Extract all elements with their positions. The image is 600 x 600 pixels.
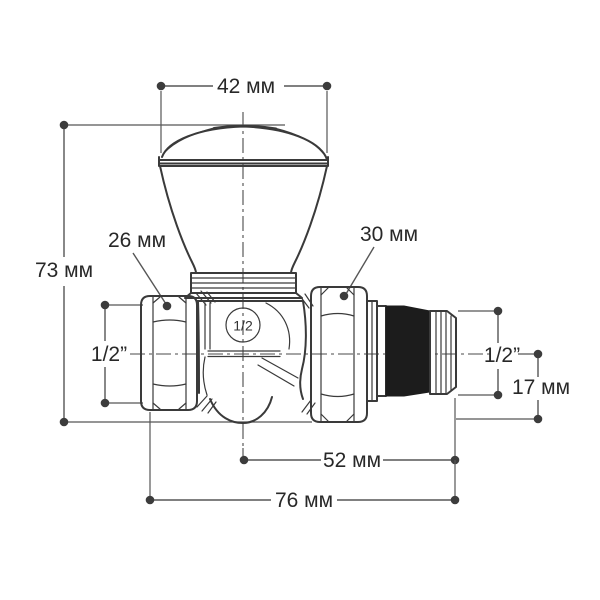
- dim-dot: [100, 300, 110, 310]
- dimension-left-thread: 1/2”: [91, 300, 143, 408]
- dim-17-label: 17 мм: [512, 376, 570, 399]
- seal-ring: [385, 305, 431, 397]
- dim-42-label: 42 мм: [217, 75, 275, 98]
- dimension-52: 52 мм: [239, 398, 460, 472]
- dimension-42: 42 мм: [156, 75, 332, 153]
- thread-marks: [196, 395, 217, 414]
- dim-76-label: 76 мм: [275, 489, 333, 512]
- dimension-right-thread: 1/2”: [458, 306, 520, 400]
- dim-dot: [59, 120, 69, 130]
- dim-dot: [156, 81, 166, 91]
- leader-dot: [162, 301, 172, 311]
- dim-dot: [322, 81, 332, 91]
- left-thread-label: 1/2”: [91, 343, 127, 366]
- dim-dot: [450, 495, 460, 505]
- left-hex-nut: [140, 295, 198, 411]
- dim-73-label: 73 мм: [35, 259, 93, 282]
- tailpiece: [366, 300, 457, 402]
- dimension-76: 76 мм: [145, 412, 460, 512]
- dim-dot: [493, 390, 503, 400]
- male-thread: [429, 310, 457, 395]
- leader-dot: [339, 291, 349, 301]
- handwheel-knob: [158, 124, 329, 274]
- right-thread-label: 1/2”: [484, 344, 520, 367]
- body-stamp-text: 1/2: [233, 318, 253, 334]
- dim-dot: [100, 398, 110, 408]
- dim-dot: [533, 349, 543, 359]
- knob-cap-edge: [213, 124, 277, 130]
- union-nut: [310, 286, 368, 423]
- dim-26-label: 26 мм: [108, 229, 166, 252]
- dim-dot: [59, 417, 69, 427]
- dim-dot: [239, 455, 249, 465]
- dim-dot: [145, 495, 155, 505]
- valve-body: 1/2: [195, 290, 316, 424]
- thread-marks: [195, 290, 216, 306]
- dim-30-label: 30 мм: [360, 223, 418, 246]
- dimension-17: 17 мм: [456, 349, 570, 424]
- male-thread-lines: [435, 311, 452, 394]
- valve-drawing: 1/2: [140, 124, 457, 424]
- dim-dot: [493, 306, 503, 316]
- dim-dot: [533, 414, 543, 424]
- dim-52-label: 52 мм: [323, 449, 381, 472]
- body-stamp-circle: [225, 307, 261, 343]
